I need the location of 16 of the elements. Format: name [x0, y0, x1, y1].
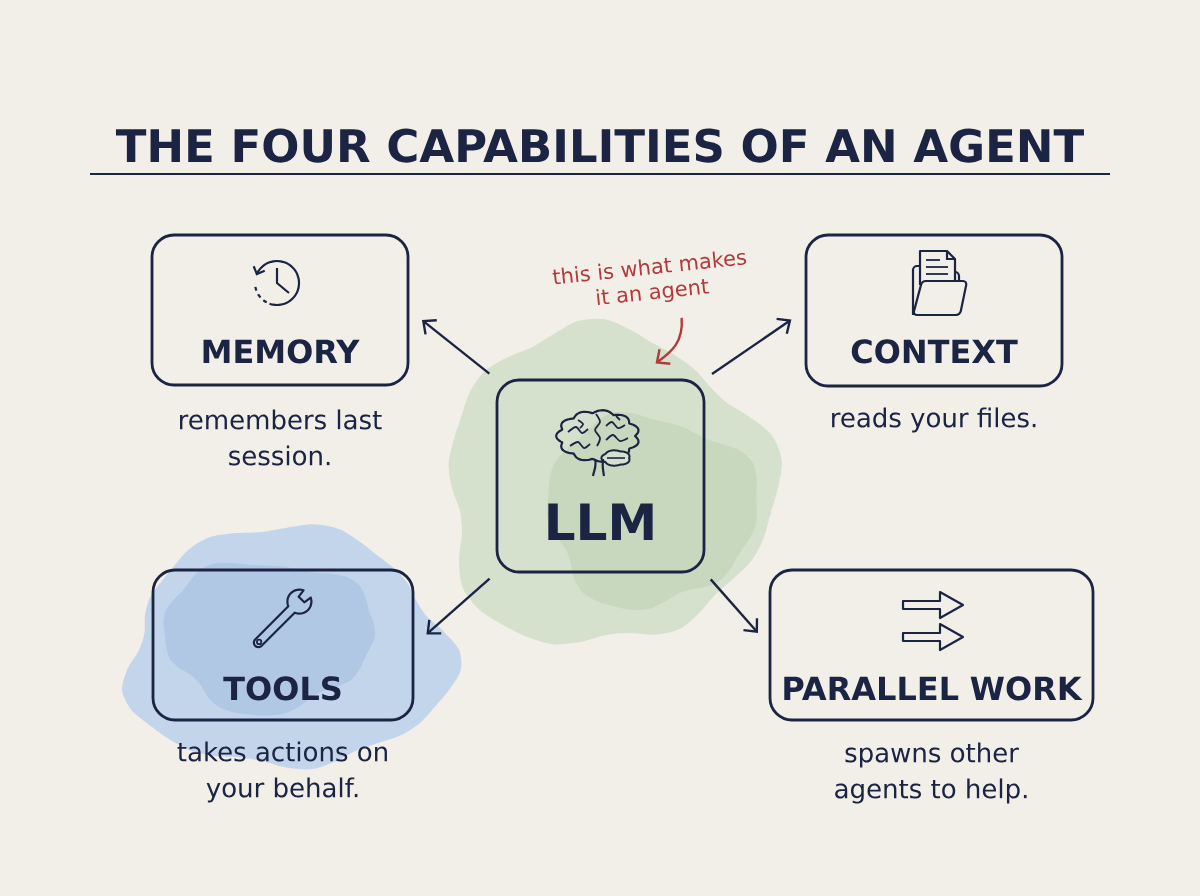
arrow	[711, 317, 792, 376]
caption-text: remembers last session.	[180, 409, 382, 466]
arrow	[709, 578, 759, 634]
arrow	[421, 319, 491, 375]
title: THE FOUR CAPABILITIES OF AN AGENT	[115, 128, 1084, 163]
caption-text: reads your files.	[832, 407, 1036, 433]
capability-box: MEMORY	[150, 233, 410, 387]
arrow	[426, 577, 491, 635]
llm-box: LLM	[495, 378, 706, 574]
caption-text: spawns other agents to help.	[835, 742, 1027, 804]
capability-box: PARALLEL WORK	[768, 568, 1095, 722]
capability-box: TOOLS	[151, 568, 415, 722]
curved-arrow	[655, 317, 684, 365]
annotation: this is what makes it an agent	[552, 251, 747, 305]
caption-text: takes actions on your behalf.	[177, 741, 387, 803]
capability-box: CONTEXT	[804, 233, 1064, 388]
